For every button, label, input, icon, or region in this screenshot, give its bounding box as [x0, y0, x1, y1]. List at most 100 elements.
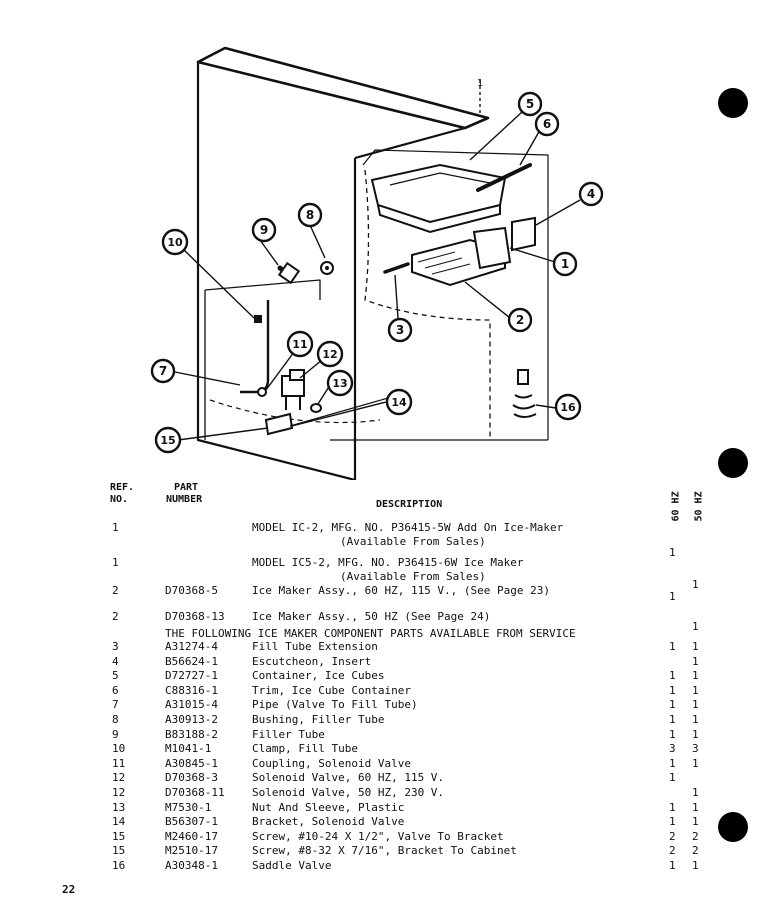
- svg-text:5: 5: [526, 97, 534, 111]
- part-description: Solenoid Valve, 60 HZ, 115 V.: [252, 771, 445, 784]
- qty-50hz: 1: [692, 815, 699, 828]
- availability-note: (Available From Sales): [340, 570, 486, 583]
- model-row-qty: 1: [0, 578, 773, 592]
- ref-number: 13: [112, 801, 126, 814]
- svg-text:2: 2: [516, 313, 524, 327]
- part-description: Saddle Valve: [252, 859, 332, 872]
- callout-6: 6: [534, 111, 560, 137]
- part-description: Coupling, Solenoid Valve: [252, 757, 411, 770]
- svg-text:11: 11: [292, 338, 307, 351]
- part-number: D70368-11: [165, 786, 225, 799]
- svg-text:4: 4: [587, 187, 595, 201]
- ref-number: 10: [112, 742, 126, 755]
- part-number: B56624-1: [165, 655, 218, 668]
- qty-50hz: 2: [692, 830, 699, 843]
- callout-15: 15: [154, 426, 182, 454]
- part-description: Trim, Ice Cube Container: [252, 684, 411, 697]
- qty-60hz: 1: [669, 757, 676, 770]
- callout-14: 14: [385, 388, 413, 416]
- svg-text:8: 8: [306, 208, 314, 222]
- exploded-parts-diagram: 1 5 6 4 1 2 3 9 8 10 7 11 12 13 14 15 16: [150, 46, 604, 480]
- model-row-qty: 1: [0, 590, 773, 604]
- part-description: Bushing, Filler Tube: [252, 713, 385, 726]
- callout-16: 16: [554, 393, 582, 421]
- part-number: B83188-2: [165, 728, 218, 741]
- ref-number: 8: [112, 713, 119, 726]
- qty-50hz: 1: [692, 655, 699, 668]
- qty-60hz: 1: [669, 590, 676, 603]
- model-row-subline: (Available From Sales): [0, 535, 773, 549]
- qty-60hz: 1: [669, 684, 676, 697]
- part-number: A31274-4: [165, 640, 218, 653]
- part-number: B56307-1: [165, 815, 218, 828]
- qty-50hz: 1: [692, 620, 699, 633]
- part-description: Ice Maker Assy., 50 HZ (See Page 24): [252, 610, 491, 623]
- qty-50hz: 1: [692, 757, 699, 770]
- part-description: Escutcheon, Insert: [252, 655, 372, 668]
- header-ref: REF.NO.: [110, 482, 135, 505]
- qty-60hz: 1: [669, 640, 676, 653]
- part-number: A30348-1: [165, 859, 218, 872]
- callout-3: 3: [387, 317, 413, 343]
- part-number: A30845-1: [165, 757, 218, 770]
- part-description: Pipe (Valve To Fill Tube): [252, 698, 418, 711]
- qty-50hz: 1: [692, 786, 699, 799]
- svg-text:15: 15: [160, 434, 175, 447]
- qty-60hz: 1: [669, 859, 676, 872]
- qty-60hz: 1: [669, 546, 676, 559]
- callout-9: 9: [251, 217, 277, 243]
- part-number: M7530-1: [165, 801, 212, 814]
- part-number: M2460-17: [165, 830, 218, 843]
- header-50hz: 50 HZ: [693, 491, 705, 522]
- qty-50hz: 1: [692, 713, 699, 726]
- qty-50hz: 1: [692, 801, 699, 814]
- svg-text:6: 6: [543, 117, 551, 131]
- qty-60hz: 2: [669, 844, 676, 857]
- ref-number: 11: [112, 757, 126, 770]
- qty-60hz: 1: [669, 801, 676, 814]
- header-description: DESCRIPTION: [376, 499, 443, 510]
- qty-50hz: 1: [692, 640, 699, 653]
- part-description: Bracket, Solenoid Valve: [252, 815, 405, 828]
- ref-number: 15: [112, 830, 126, 843]
- ref-number: 2: [112, 584, 119, 597]
- part-description: Filler Tube: [252, 728, 325, 741]
- callout-8: 8: [297, 202, 323, 228]
- model-row-qty: 1: [0, 620, 773, 634]
- page-number: 22: [62, 883, 76, 896]
- qty-60hz: 1: [669, 728, 676, 741]
- callout-1: 1: [552, 251, 578, 277]
- svg-text:12: 12: [322, 348, 337, 361]
- binder-hole-bottom: [718, 812, 748, 842]
- callout-2: 2: [507, 307, 533, 333]
- qty-50hz: 1: [692, 728, 699, 741]
- qty-50hz: 3: [692, 742, 699, 755]
- callout-10: 10: [161, 228, 189, 256]
- ref-number: 16: [112, 859, 126, 872]
- svg-text:3: 3: [396, 323, 404, 337]
- callout-12: 12: [316, 340, 344, 368]
- callout-4: 4: [578, 181, 604, 207]
- svg-text:16: 16: [560, 401, 576, 414]
- callout-13: 13: [326, 369, 354, 397]
- ref-number: 15: [112, 844, 126, 857]
- qty-60hz: 3: [669, 742, 676, 755]
- part-number: D72727-1: [165, 669, 218, 682]
- svg-text:1: 1: [561, 257, 569, 271]
- svg-text:10: 10: [167, 236, 183, 249]
- part-number: M1041-1: [165, 742, 212, 755]
- callout-7: 7: [150, 358, 176, 384]
